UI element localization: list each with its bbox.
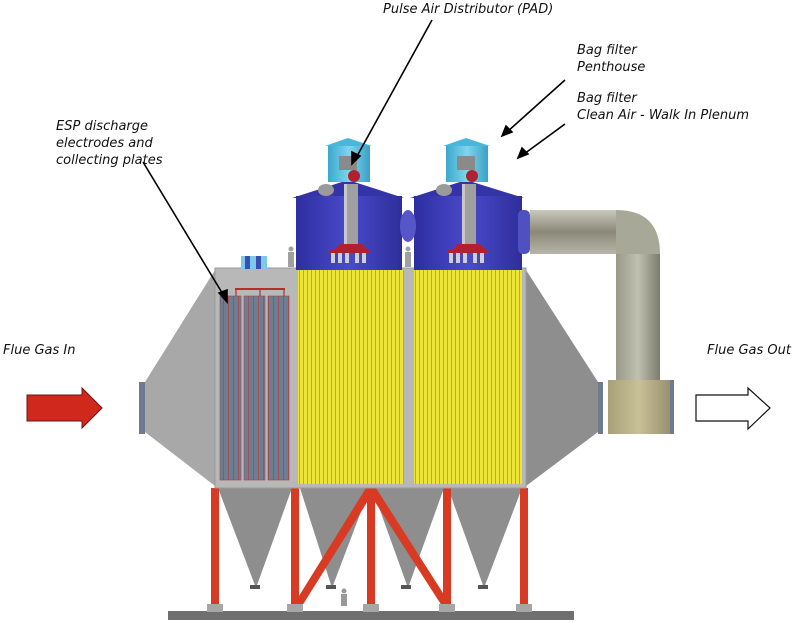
hopper-valve [250,585,260,589]
person-figure [405,246,411,267]
person-figure [341,588,347,606]
cross-brace [294,488,376,606]
esp-plate-bank [219,295,242,481]
esp-label-line-2: electrodes and [56,136,154,151]
pulse-air-distributor-1 [318,156,370,263]
hopper-valve [478,585,488,589]
outlet-transition [526,270,598,486]
outlet-flange [598,382,603,434]
hopper-1 [218,488,292,588]
column-footing [287,604,303,612]
bag-filter-module-1 [298,270,404,484]
hopper-4 [448,488,522,588]
flue-gas-out-label: Flue Gas Out [707,343,792,358]
penthouse-label-line-1: Bag filter [577,43,638,58]
support-column [443,488,451,606]
flue-gas-in-label: Flue Gas In [3,343,75,358]
flue-gas-in-arrow [26,386,103,430]
column-footing [516,604,532,612]
support-column [291,488,299,606]
support-column [211,488,219,606]
plenum-connector [400,210,416,242]
inlet-flange [139,382,145,434]
pad-label: Pulse Air Distributor (PAD) [383,2,553,17]
penthouse-label-line-2: Penthouse [577,60,645,75]
hopper-valve [326,585,336,589]
person-figure [288,246,294,267]
bag-filter-module-2 [414,270,522,484]
esp-rapper-box [241,256,267,269]
outlet-damper-box [608,380,670,434]
plenum-leader-arrow [523,123,566,155]
outlet-duct [530,210,660,380]
column-footing [439,604,455,612]
esp-section [219,288,290,481]
plenum-outlet-flange [518,210,530,254]
support-column [520,488,528,606]
esp-label-line-1: ESP discharge [56,119,148,134]
column-footing [363,604,379,612]
ground-slab [168,611,574,620]
flue-gas-out-arrow [695,386,771,431]
support-structure [211,488,528,606]
plenum-label-line-1: Bag filter [577,91,638,106]
esp-plate-bank [243,295,266,481]
hopper-valve [401,585,411,589]
cross-brace [366,488,450,606]
esp-label-line-3: collecting plates [56,153,163,168]
pad-leader-arrow [355,19,433,159]
support-column [367,488,375,606]
column-footing [207,604,223,612]
outlet-damper-flange [670,380,674,434]
inlet-transition [145,270,215,486]
esp-leader-arrow [142,161,225,297]
plenum-label-line-2: Clean Air - Walk In Plenum [577,108,749,123]
esp-plate-bank [267,295,290,481]
penthouse-leader-arrow [506,79,566,133]
pulse-air-distributor-2 [436,156,488,263]
